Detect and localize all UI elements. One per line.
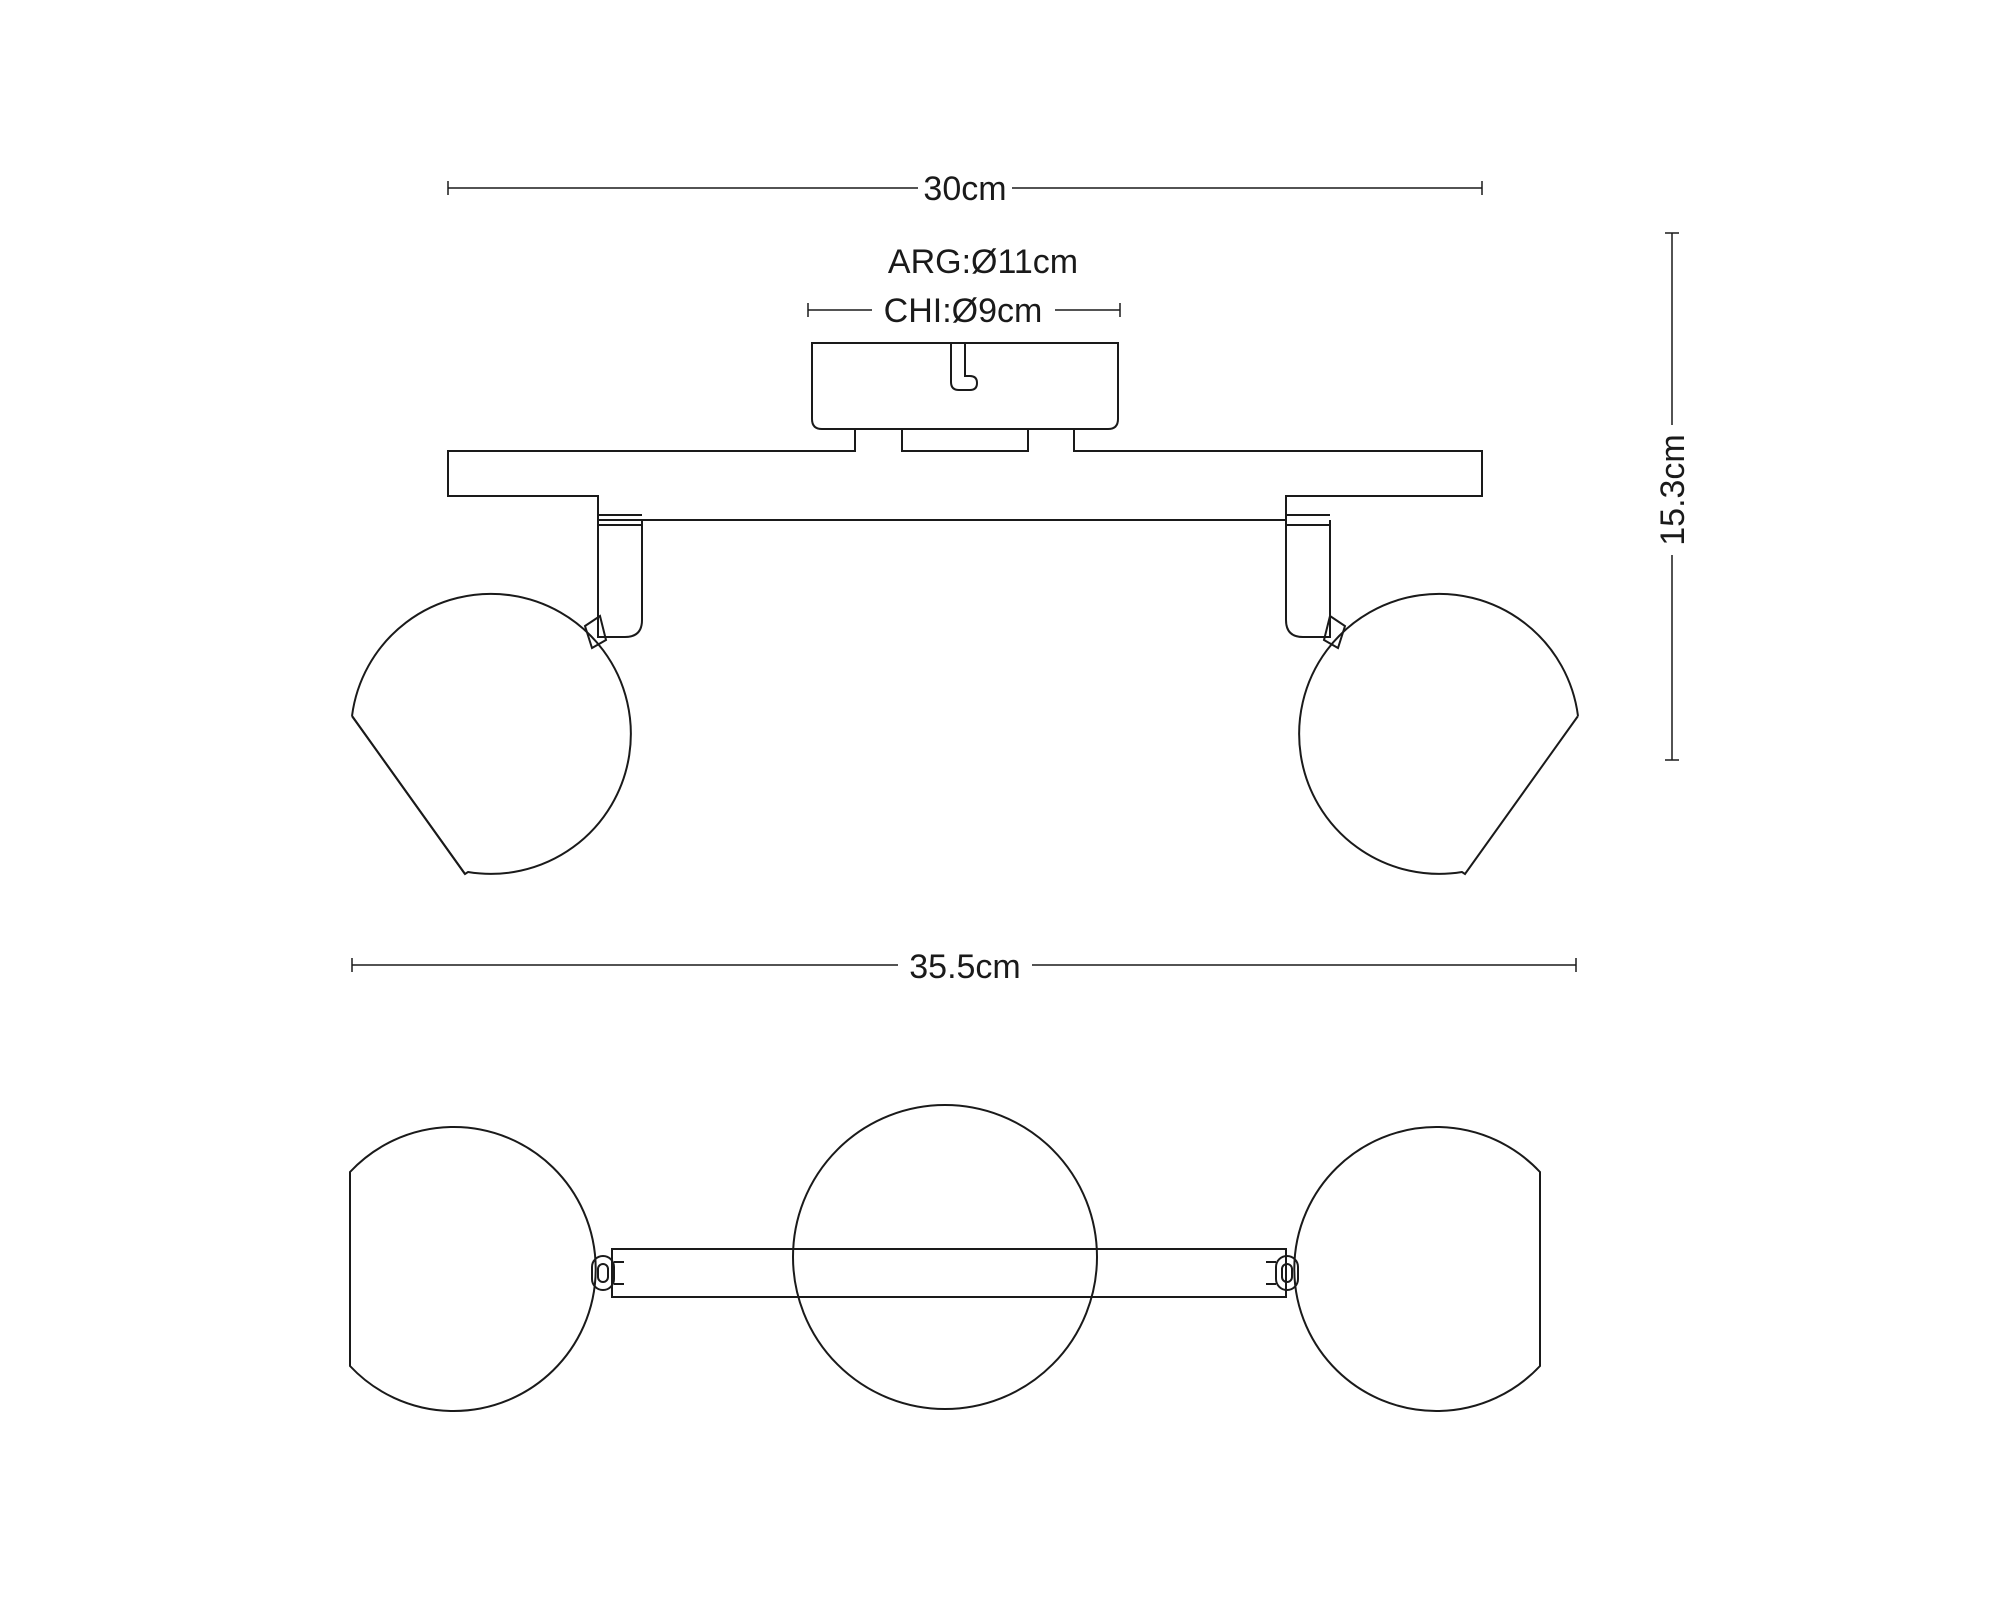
canopy-keyhole-slot (950, 343, 979, 391)
top-canopy-disc (792, 1104, 1098, 1410)
right-arm (1285, 520, 1331, 638)
top-width-label: 30cm (923, 170, 1006, 208)
canopy (811, 342, 1119, 430)
top-bar (611, 1248, 1287, 1298)
left-joint (583, 614, 608, 650)
right-joint (1322, 614, 1347, 650)
mounting-block (901, 428, 1029, 452)
top-right-shade (1293, 1126, 1541, 1412)
top-view (349, 1104, 1541, 1412)
base-diameter-chi-label: CHI:Ø9cm (884, 292, 1043, 330)
right-shade (1298, 592, 1579, 876)
base-diameter-arg-label: ARG:Ø11cm (888, 243, 1078, 281)
top-left-pivot (591, 1255, 624, 1291)
side-view (351, 342, 1579, 876)
left-arm (597, 520, 643, 638)
total-width-label: 35.5cm (909, 948, 1021, 986)
top-right-pivot (1266, 1255, 1299, 1291)
dimension-total-width: 35.5cm (351, 948, 1577, 986)
height-label: 15.3cm (1654, 434, 1692, 546)
left-shade (351, 592, 632, 876)
dimension-base-diameter: ARG:Ø11cm CHI:Ø9cm (807, 243, 1121, 330)
dimension-top-width: 30cm (447, 170, 1483, 208)
top-left-shade (349, 1126, 597, 1412)
dimension-height: 15.3cm (1654, 232, 1692, 761)
mounting-bar (447, 429, 1483, 521)
